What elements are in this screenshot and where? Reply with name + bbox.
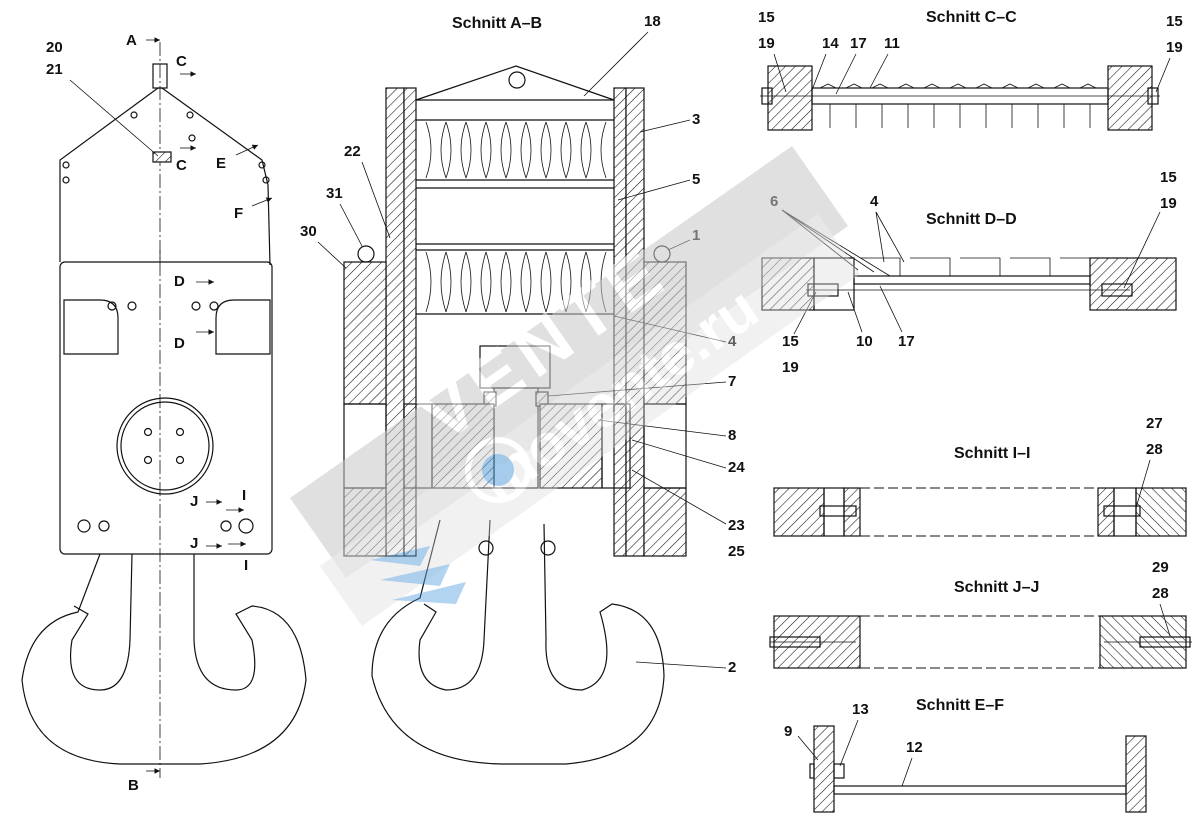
title-section-ii: Schnitt I–I	[954, 445, 1030, 462]
callout-2: 2	[728, 659, 736, 676]
ef-callout-13: 13	[852, 701, 869, 718]
cc-callout-17: 17	[850, 35, 867, 52]
title-section-ef: Schnitt E–F	[916, 697, 1004, 714]
sheave-row-upper	[416, 119, 614, 181]
cc-callout-15-left: 15	[758, 9, 775, 26]
dd-callout-15-right: 15	[1160, 169, 1177, 186]
label-d-bottom: D	[174, 335, 185, 352]
callout-25: 25	[728, 543, 745, 560]
title-section-cc: Schnitt C–C	[926, 9, 1017, 26]
callout-18: 18	[644, 13, 661, 30]
callout-20: 20	[46, 39, 63, 56]
label-i-top: I	[242, 487, 246, 504]
callout-3: 3	[692, 111, 700, 128]
title-section-dd: Schnitt D–D	[926, 211, 1017, 228]
section-jj: Schnitt J–J 29 28	[769, 559, 1192, 669]
front-view-labels: A B C C E F D D J I J I 20 21	[46, 32, 273, 794]
callout-7: 7	[728, 373, 736, 390]
callout-23: 23	[728, 517, 745, 534]
front-view	[21, 42, 307, 778]
ef-callout-12: 12	[906, 739, 923, 756]
label-c-top: C	[176, 53, 187, 70]
dd-callout-15-left: 15	[782, 333, 799, 350]
dd-callout-10: 10	[856, 333, 873, 350]
label-i-bottom: I	[244, 557, 248, 574]
cc-callout-15-right: 15	[1166, 13, 1183, 30]
label-b: B	[128, 777, 139, 794]
ef-callout-9: 9	[784, 723, 792, 740]
title-section-ab: Schnitt A–B	[452, 15, 542, 32]
section-ab-callouts: 18 3 5 22 31 30 1 4 7 8 24 23 25 2	[300, 13, 745, 676]
callout-4: 4	[728, 333, 737, 350]
callout-31: 31	[326, 185, 343, 202]
section-ii: Schnitt I–I 27 28	[773, 415, 1187, 537]
callout-22: 22	[344, 143, 361, 160]
callout-21: 21	[46, 61, 63, 78]
label-e: E	[216, 155, 226, 172]
dd-callout-17: 17	[898, 333, 915, 350]
label-c-bottom: C	[176, 157, 187, 174]
jj-callout-29: 29	[1152, 559, 1169, 576]
title-section-jj: Schnitt J–J	[954, 579, 1039, 596]
jj-callout-28: 28	[1152, 585, 1169, 602]
cc-callout-19-right: 19	[1166, 39, 1183, 56]
callout-30: 30	[300, 223, 317, 240]
cc-callout-11: 11	[884, 35, 900, 52]
label-d-top: D	[174, 273, 185, 290]
dd-callout-19-left: 19	[782, 359, 799, 376]
label-a: A	[126, 32, 137, 49]
label-j-top: J	[190, 493, 198, 510]
section-cc: Schnitt C–C 15 19 14 17 11 15 19	[758, 9, 1183, 131]
dd-callout-4: 4	[870, 193, 879, 210]
label-j-bottom: J	[190, 535, 198, 552]
callout-24: 24	[728, 459, 745, 476]
dd-callout-19-right: 19	[1160, 195, 1177, 212]
callout-8: 8	[728, 427, 736, 444]
ii-callout-27: 27	[1146, 415, 1163, 432]
label-f: F	[234, 205, 243, 222]
cc-callout-14: 14	[822, 35, 839, 52]
ii-callout-28: 28	[1146, 441, 1163, 458]
callout-5: 5	[692, 171, 700, 188]
cc-callout-19-left: 19	[758, 35, 775, 52]
section-ef: Schnitt E–F 9 13 12	[784, 697, 1147, 813]
